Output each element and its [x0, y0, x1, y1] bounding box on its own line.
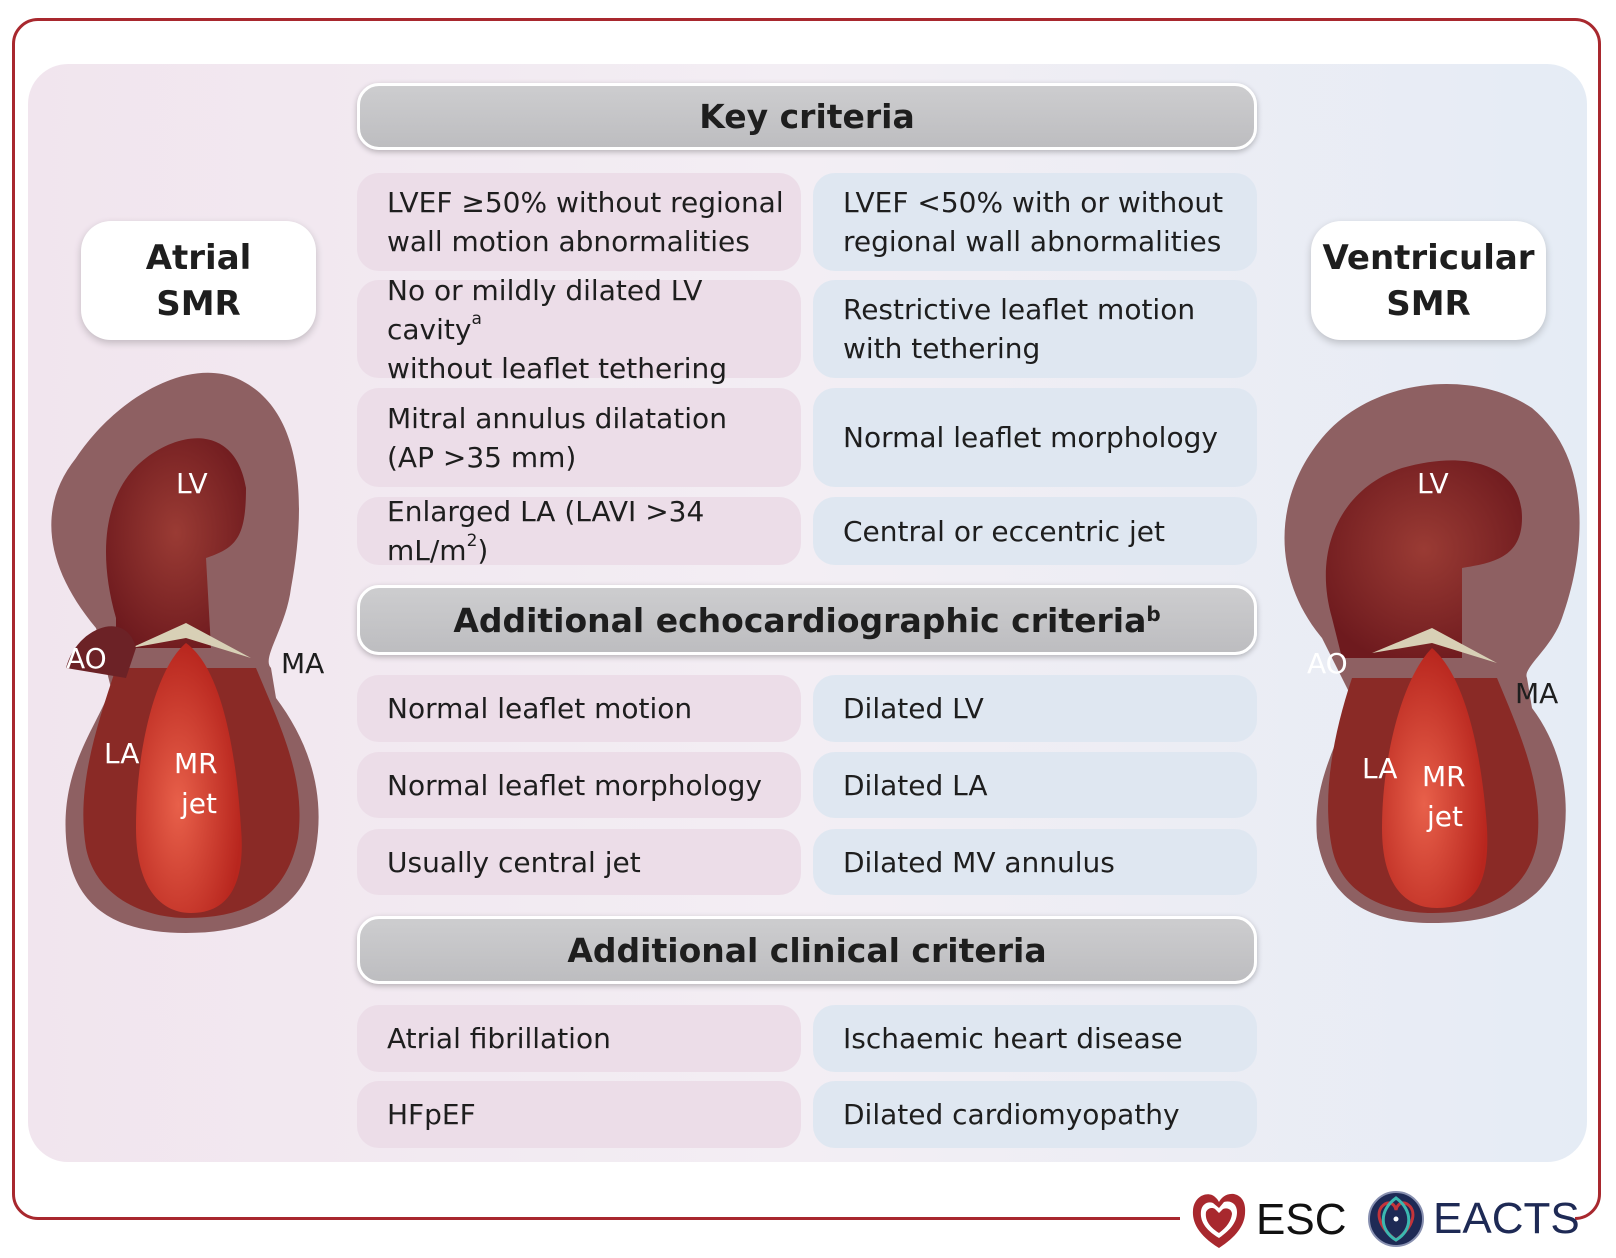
la-label: LA	[1362, 752, 1397, 785]
ma-label: MA	[1515, 677, 1558, 710]
cell-text: Enlarged LA (LAVI >34 mL/m	[387, 495, 705, 567]
cell-text: HFpEF	[387, 1098, 476, 1131]
cell-text: Normal leaflet morphology	[387, 768, 762, 802]
criteria-cell-atrial: Mitral annulus dilatation (AP >35 mm)	[357, 388, 801, 487]
atrial-label-line2: SMR	[156, 283, 241, 324]
ao-label: AO	[1307, 647, 1348, 680]
clinical-criteria-header: Additional clinical criteria	[357, 916, 1257, 984]
outer-frame	[12, 18, 1601, 1220]
cell-text: Dilated MV annulus	[843, 845, 1115, 879]
criteria-cell-ventricular: LVEF <50% with or without regional wall a…	[813, 173, 1257, 271]
ventricular-heart-illustration: LV AO MA LA MR jet	[1284, 384, 1580, 923]
criteria-cell-atrial: Atrial fibrillation	[357, 1005, 801, 1072]
criteria-cell-ventricular: Normal leaflet morphology	[813, 388, 1257, 487]
cell-text: Restrictive leaflet motion	[843, 293, 1196, 326]
criteria-cell-atrial: Usually central jet	[357, 829, 801, 895]
cell-text: Normal leaflet morphology	[843, 421, 1218, 454]
eacts-logo: EACTS	[1367, 1190, 1580, 1248]
section-title: Key criteria	[699, 97, 915, 136]
eacts-text: EACTS	[1433, 1194, 1580, 1243]
criteria-cell-ventricular: Ischaemic heart disease	[813, 1005, 1257, 1072]
cell-text: wall motion abnormalities	[387, 225, 750, 258]
superscript: 2	[466, 530, 478, 551]
cell-text: regional wall abnormalities	[843, 225, 1222, 258]
atrial-heart-illustration: LV AO MA LA MR jet	[51, 372, 324, 934]
cell-text: Usually central jet	[387, 845, 641, 879]
criteria-cell-atrial: Enlarged LA (LAVI >34 mL/m2)	[357, 495, 801, 567]
criteria-cell-atrial: HFpEF	[357, 1081, 801, 1148]
section-title: Additional clinical criteria	[567, 930, 1047, 970]
lv-label: LV	[1417, 467, 1449, 500]
ma-label: MA	[281, 647, 324, 680]
cell-text: Mitral annulus dilatation	[387, 401, 727, 435]
mr-label: MR	[174, 747, 218, 780]
jet-label: jet	[1426, 800, 1463, 833]
cell-text: )	[477, 534, 489, 567]
cell-text: Ischaemic heart disease	[843, 1022, 1183, 1055]
criteria-cell-ventricular: Central or eccentric jet	[813, 497, 1257, 565]
ventricular-label-line1: Ventricular	[1322, 237, 1535, 278]
cell-text: Normal leaflet motion	[387, 692, 693, 725]
criteria-cell-atrial: LVEF ≥50% without regional wall motion ab…	[357, 173, 801, 271]
cell-text: Dilated LA	[843, 768, 988, 802]
criteria-cell-atrial: Normal leaflet motion	[357, 675, 801, 742]
criteria-cell-ventricular: Dilated MV annulus	[813, 829, 1257, 895]
la-label: LA	[104, 737, 139, 770]
jet-label: jet	[180, 787, 217, 820]
footnote-marker: b	[1146, 602, 1161, 626]
criteria-cell-ventricular: Dilated LV	[813, 675, 1257, 742]
key-criteria-header: Key criteria	[357, 83, 1257, 150]
cell-text: Atrial fibrillation	[387, 1022, 611, 1055]
cell-text: LVEF ≥50% without regional	[387, 186, 784, 219]
footnote-marker: a	[471, 309, 482, 330]
mr-label: MR	[1422, 760, 1466, 793]
criteria-cell-ventricular: Dilated cardiomyopathy	[813, 1081, 1257, 1148]
atrial-label-line1: Atrial	[145, 237, 252, 278]
cell-text: with tethering	[843, 332, 1041, 365]
esc-heart-icon	[1192, 1193, 1246, 1248]
cell-text: Central or eccentric jet	[843, 514, 1165, 548]
cell-text: Dilated cardiomyopathy	[843, 1098, 1180, 1131]
section-title: Additional echocardiographic criteria	[453, 600, 1147, 640]
ventricular-label-line2: SMR	[1386, 283, 1471, 324]
ao-label: AO	[66, 642, 107, 675]
cell-text: Dilated LV	[843, 692, 984, 725]
esc-logo: ESC	[1190, 1190, 1346, 1250]
eacts-globe-icon	[1368, 1191, 1424, 1247]
esc-text: ESC	[1256, 1195, 1347, 1244]
criteria-cell-ventricular: Restrictive leaflet motion with tethering	[813, 280, 1257, 378]
criteria-cell-atrial: No or mildly dilated LV cavitya without l…	[357, 274, 801, 385]
cell-text: LVEF <50% with or without	[843, 186, 1224, 219]
criteria-cell-ventricular: Dilated LA	[813, 752, 1257, 818]
criteria-cell-atrial: Normal leaflet morphology	[357, 752, 801, 818]
cell-text: without leaflet tethering	[387, 351, 728, 385]
lv-label: LV	[176, 467, 208, 500]
cell-text: (AP >35 mm)	[387, 440, 577, 474]
cell-text: No or mildly dilated LV cavity	[387, 273, 703, 346]
